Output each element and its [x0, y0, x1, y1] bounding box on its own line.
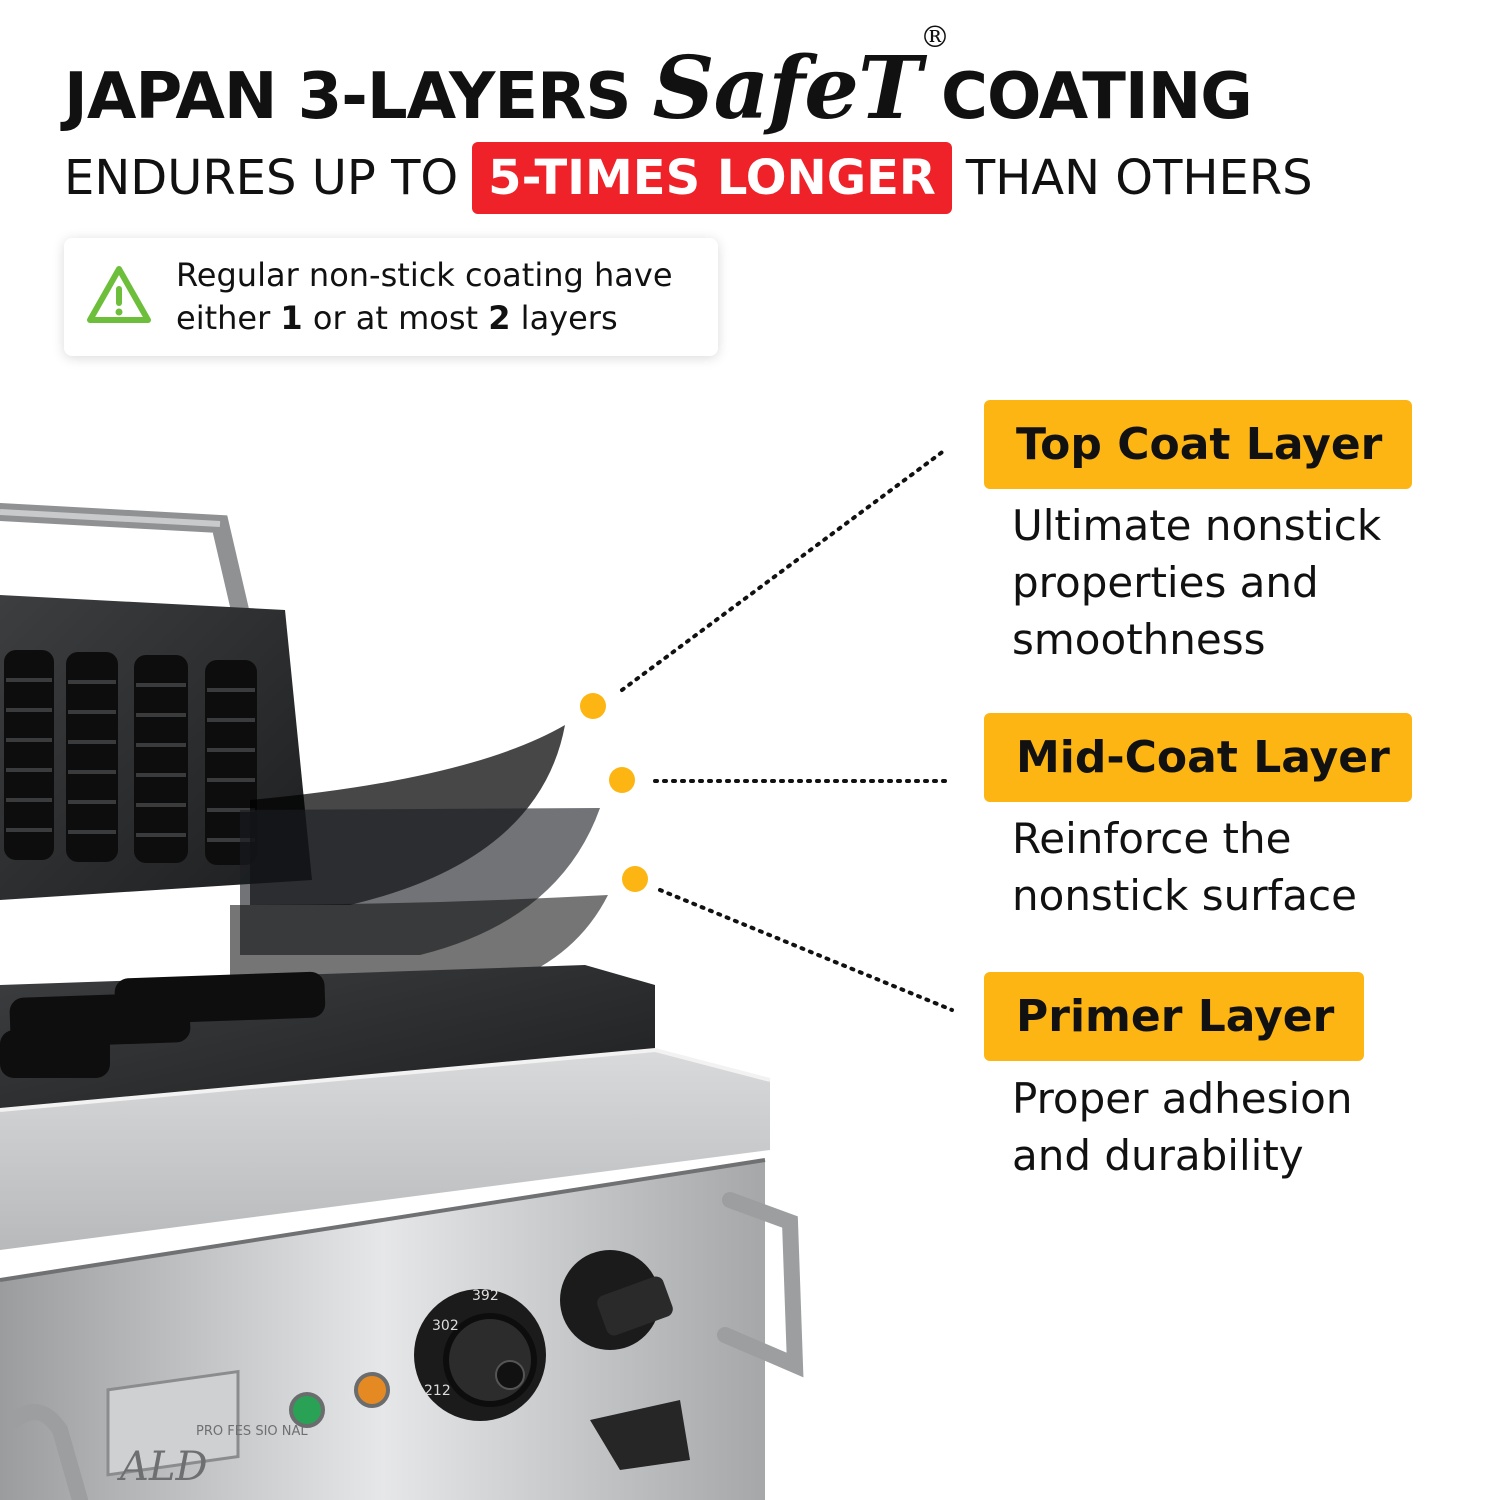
dial-mark: 392	[472, 1288, 499, 1304]
brand-name: SafeT®	[652, 20, 950, 139]
note-text: Regular non-stick coating have either 1 …	[176, 254, 706, 340]
drip-tray	[0, 1050, 770, 1250]
mid-coat-description: Reinforce the nonstick surface	[1012, 814, 1357, 920]
connector-dot-top	[580, 693, 606, 719]
waffle-machine-illustration: ALD PRO FES SIO NAL 302 392 212	[0, 503, 804, 1500]
subheadline-before: ENDURES UP TO	[64, 150, 459, 206]
info-note-card: Regular non-stick coating have either 1 …	[64, 238, 718, 356]
connector-line-top	[620, 448, 947, 692]
temperature-dial[interactable]: 302 392 212	[414, 1288, 546, 1421]
power-indicator-light	[289, 1392, 325, 1428]
headline: JAPAN 3-LAYERS SafeT® COATING	[64, 20, 1253, 148]
heat-indicator-light	[354, 1372, 390, 1408]
connector-dot-mid	[609, 767, 635, 793]
machine-foot	[590, 1400, 690, 1470]
top-coat-description: Ultimate nonstick properties and smoothn…	[1012, 501, 1382, 664]
primer-badge: Primer Layer	[984, 972, 1364, 1061]
note-line2: either 1 or at most 2 layers	[176, 299, 618, 337]
brand-plate-text: ALD	[116, 1444, 208, 1490]
headline-part1: JAPAN 3-LAYERS	[64, 60, 631, 134]
dial-mark: 302	[432, 1318, 459, 1334]
headline-part2: COATING	[941, 60, 1253, 134]
mid-coat-badge: Mid-Coat Layer	[984, 713, 1412, 802]
warning-triangle-icon	[87, 266, 151, 323]
front-handle	[7, 1404, 88, 1500]
primer-description: Proper adhesion and durability	[1012, 1074, 1353, 1180]
side-handle	[717, 1192, 804, 1378]
note-line1: Regular non-stick coating have	[176, 256, 673, 294]
brand-plate	[106, 1369, 240, 1477]
highlight-badge: 5-TIMES LONGER	[472, 142, 952, 214]
connector-line-primer	[658, 888, 954, 1012]
connector-dot-primer	[622, 866, 648, 892]
subheadline-after: THAN OTHERS	[965, 150, 1313, 206]
timer-dial[interactable]	[560, 1250, 675, 1350]
subheadline: ENDURES UP TO 5-TIMES LONGER THAN OTHERS	[64, 138, 1313, 218]
top-coat-badge: Top Coat Layer	[984, 400, 1412, 489]
dial-mark: 212	[424, 1383, 451, 1399]
registered-mark: ®	[920, 20, 950, 55]
brand-plate-subtext: PRO FES SIO NAL	[196, 1424, 308, 1439]
